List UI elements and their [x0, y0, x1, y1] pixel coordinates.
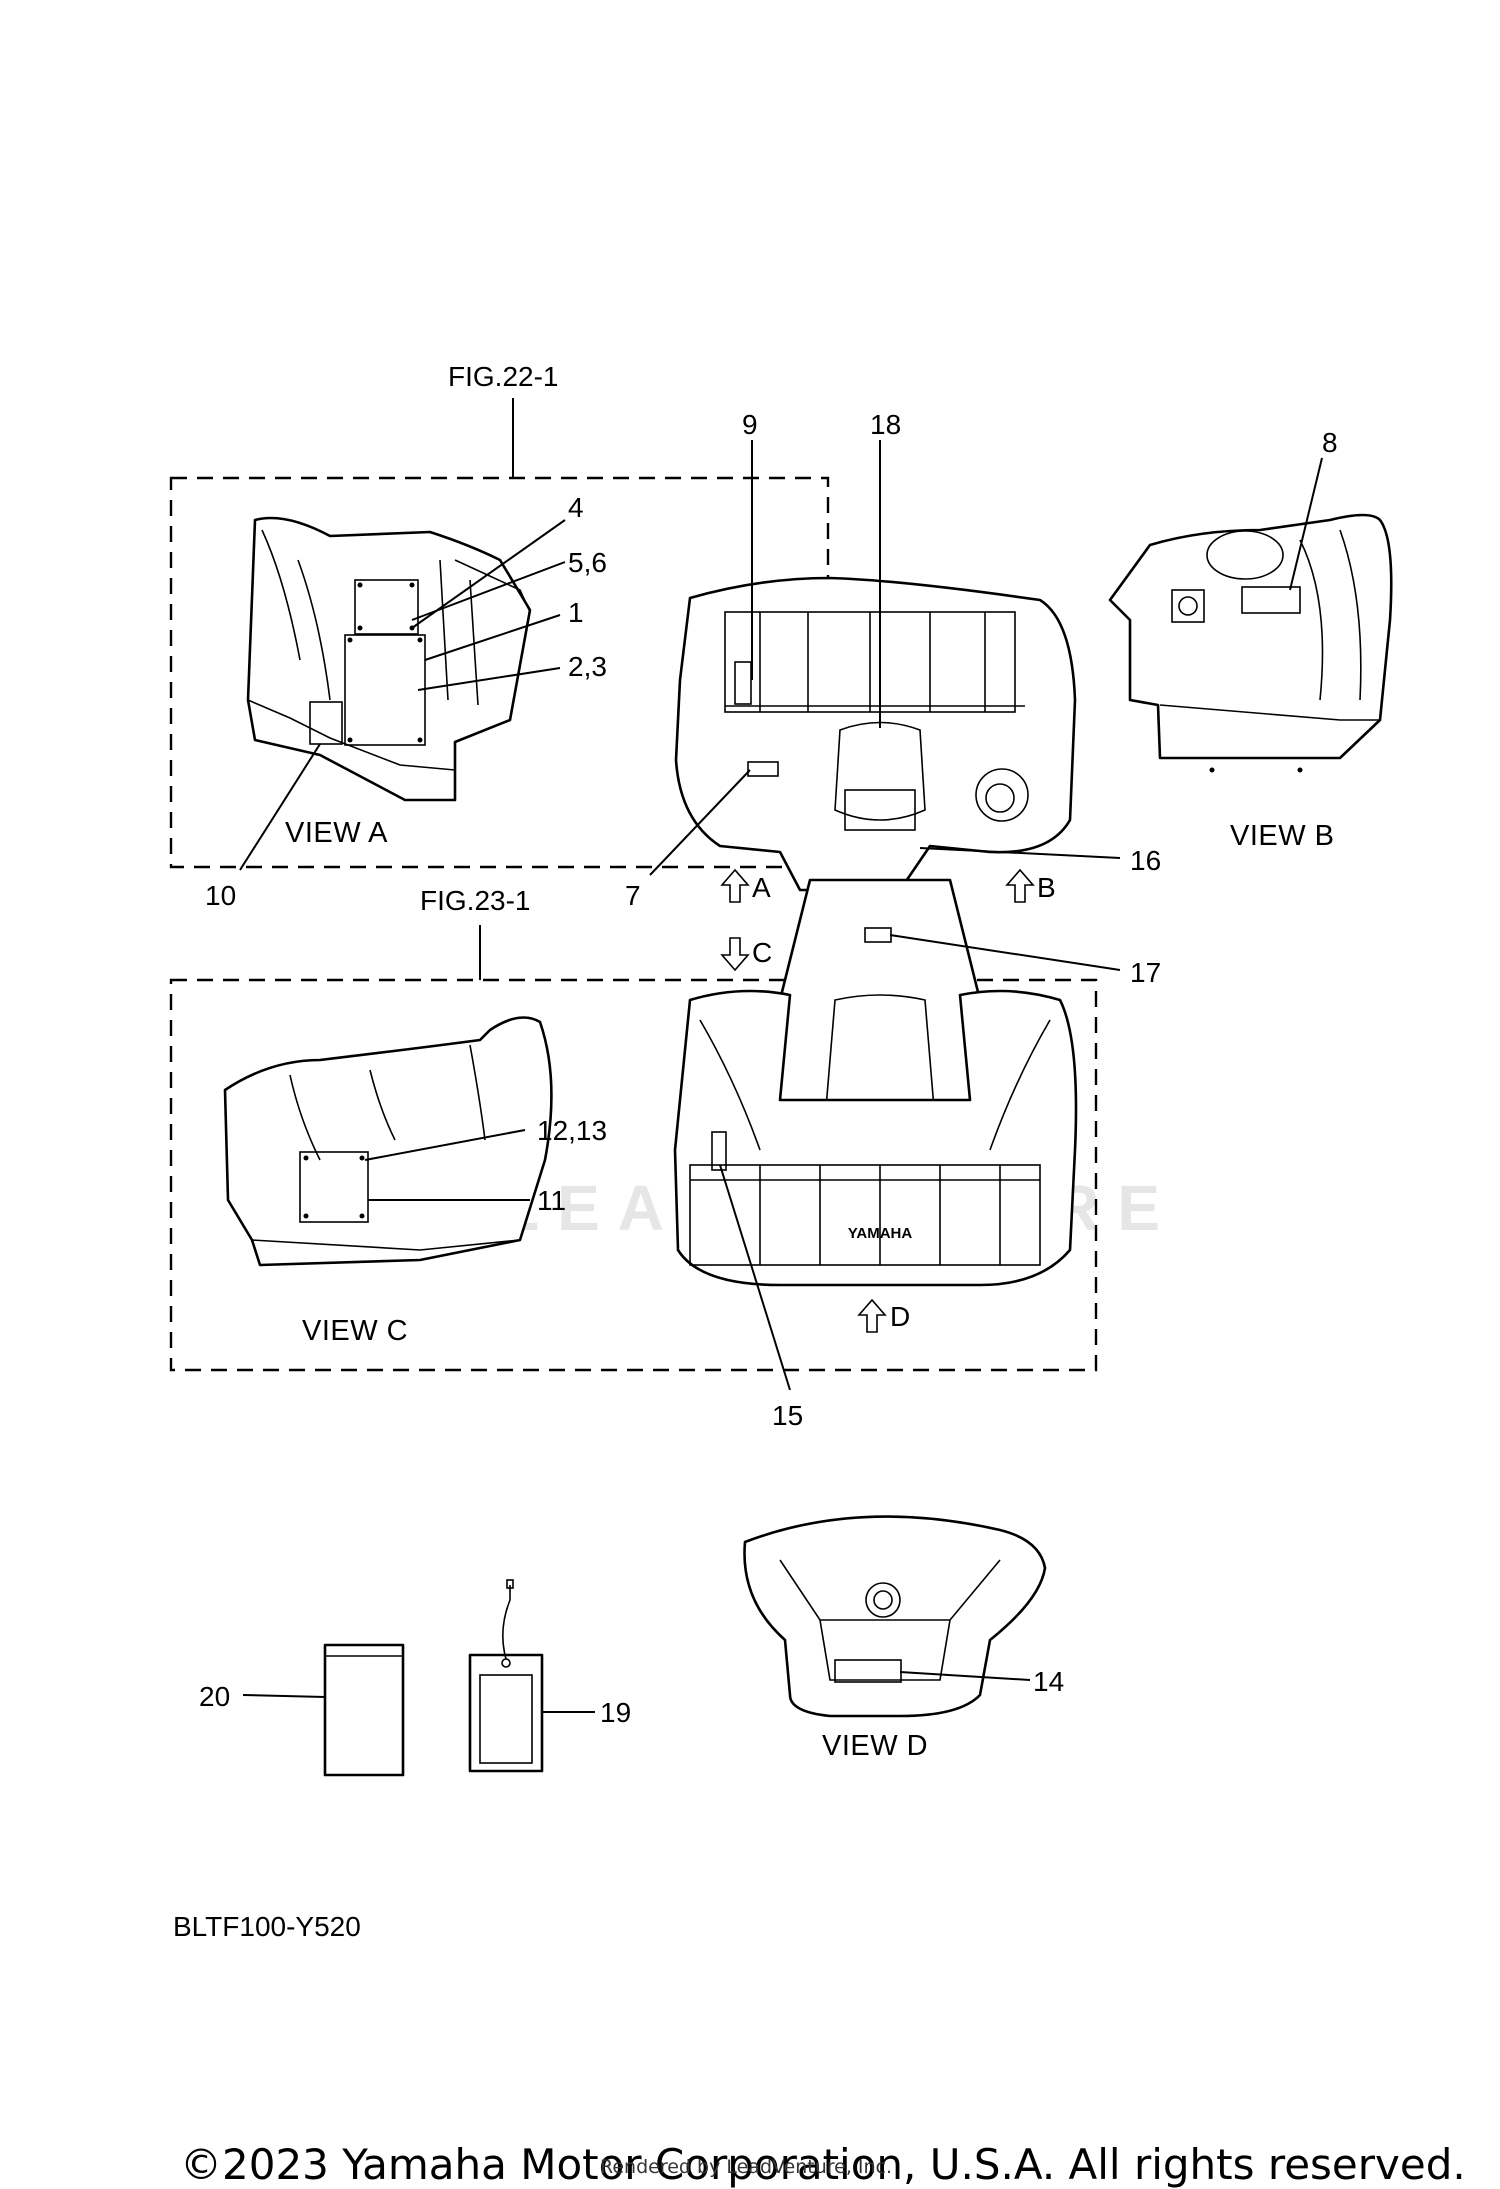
- view-d-rear: [743, 1515, 1047, 1718]
- callout-18[interactable]: 18: [870, 409, 901, 440]
- brand-mark: YAMAHA: [848, 1225, 913, 1242]
- arrow-d-icon: [857, 1298, 887, 1333]
- callout-14[interactable]: 14: [1033, 1666, 1064, 1697]
- leader-14: [899, 1671, 1031, 1681]
- leader-15: [719, 1164, 791, 1391]
- leader-2-3: [417, 667, 561, 691]
- callout-7[interactable]: 7: [625, 880, 641, 911]
- callout-5-6[interactable]: 5,6: [568, 547, 607, 578]
- callout-20[interactable]: 20: [199, 1681, 230, 1712]
- leader-7: [649, 769, 751, 876]
- callout-2-3[interactable]: 2,3: [568, 651, 607, 682]
- decal-15: [711, 1131, 727, 1171]
- callout-10[interactable]: 10: [205, 880, 236, 911]
- callout-9[interactable]: 9: [742, 409, 758, 440]
- view-a-fender: [246, 516, 532, 802]
- decal-4: [354, 579, 419, 635]
- callout-12-13[interactable]: 12,13: [537, 1115, 607, 1146]
- leader-5-6: [411, 561, 566, 621]
- callout-19[interactable]: 19: [600, 1697, 631, 1728]
- arrow-c-label: C: [752, 937, 772, 968]
- leader-10: [239, 743, 321, 871]
- leader-12-13: [364, 1129, 526, 1161]
- view-b-label: VIEW B: [1230, 820, 1335, 852]
- callout-1[interactable]: 1: [568, 597, 584, 628]
- view-b-fender: [1108, 513, 1393, 773]
- arrow-b-label: B: [1037, 872, 1056, 903]
- item-20-manual: [323, 1643, 405, 1777]
- callout-4[interactable]: 4: [568, 492, 584, 523]
- callout-16[interactable]: 16: [1130, 845, 1161, 876]
- fig-23-label[interactable]: FIG.23-1: [420, 885, 530, 916]
- callout-17[interactable]: 17: [1130, 957, 1161, 988]
- view-a-label: VIEW A: [285, 817, 388, 849]
- rendered-by-note: Rendered by LeadVenture, Inc.: [600, 2156, 893, 2178]
- fig-23-frame: [169, 978, 1098, 1372]
- leader-1: [424, 614, 561, 661]
- view-c-fender: [223, 1016, 553, 1267]
- decal-11: [299, 1151, 369, 1223]
- decal-14: [834, 1659, 902, 1683]
- arrow-d-label: D: [890, 1301, 910, 1332]
- decal-10: [309, 701, 343, 745]
- arrow-a-label: A: [752, 872, 771, 903]
- callout-15[interactable]: 15: [772, 1400, 803, 1431]
- callout-8[interactable]: 8: [1322, 427, 1338, 458]
- diagram-code: BLTF100-Y520: [173, 1911, 361, 1942]
- leader-20: [242, 1694, 326, 1698]
- view-d-label: VIEW D: [822, 1730, 928, 1762]
- arrow-a-icon: [720, 868, 750, 903]
- arrow-c-icon: [720, 937, 750, 972]
- decal-8: [1241, 586, 1301, 614]
- rear-rack: [689, 1164, 1041, 1266]
- fig-22-label[interactable]: FIG.22-1: [448, 361, 558, 392]
- leader-8: [1289, 457, 1323, 591]
- item-19-tag: [468, 1579, 544, 1773]
- decal-1: [344, 634, 426, 746]
- decal-9: [734, 661, 752, 705]
- view-c-label: VIEW C: [302, 1315, 408, 1347]
- leader-16: [919, 847, 1121, 859]
- atv-top-view: YAMAHA: [673, 576, 1078, 1287]
- leader-17: [889, 934, 1121, 971]
- arrow-b-icon: [1005, 868, 1035, 903]
- callout-11[interactable]: 11: [537, 1185, 566, 1216]
- decal-7: [747, 761, 779, 777]
